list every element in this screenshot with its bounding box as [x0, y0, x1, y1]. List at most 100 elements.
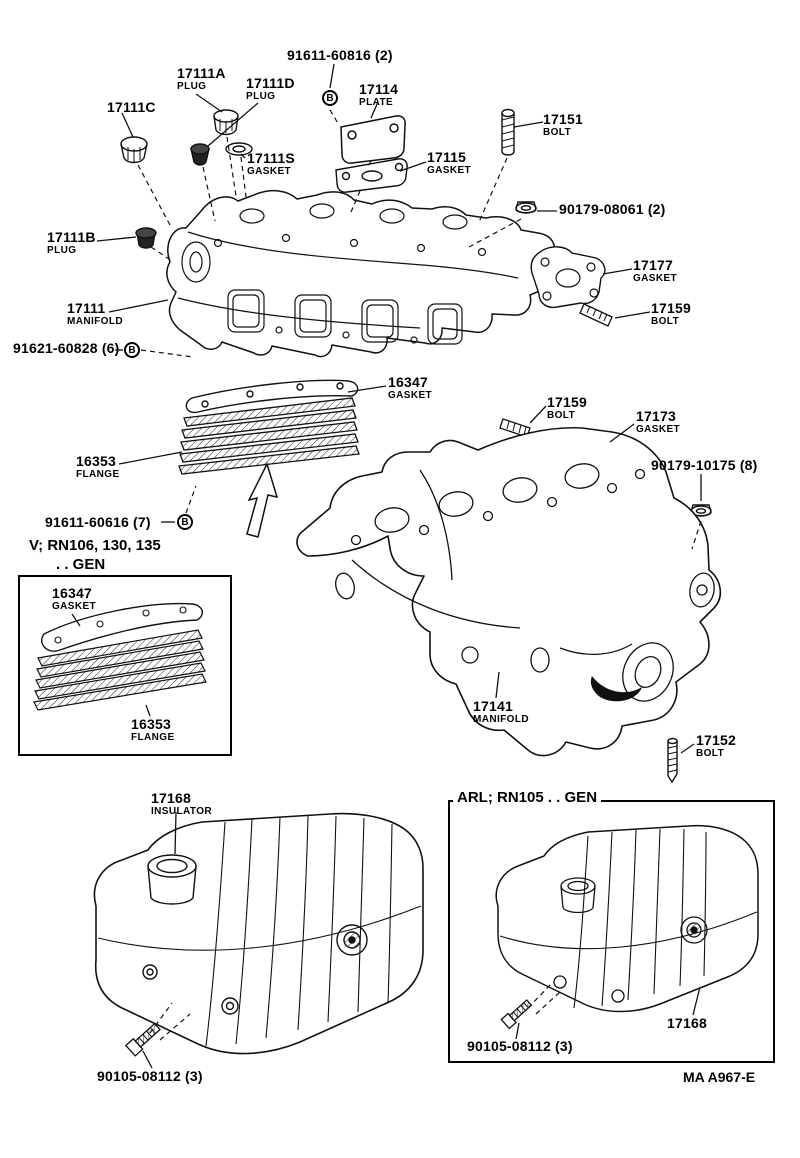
- bolt-marker-icon: B: [322, 90, 338, 106]
- part-number: 17141: [473, 698, 513, 714]
- flange-stack-drawing: [178, 397, 360, 475]
- label-17111c: 17111C: [107, 100, 156, 115]
- part-number: 17151: [543, 111, 583, 127]
- part-desc: GASKET: [633, 272, 678, 284]
- part-number: 17159: [651, 300, 691, 316]
- part-number: 17173: [636, 408, 676, 424]
- part-number: 91611-60816 (2): [287, 47, 393, 63]
- label-91611-60816: 91611-60816 (2): [287, 48, 393, 63]
- label-17141: 17141 MANIFOLD: [473, 699, 529, 725]
- part-number: 17177: [633, 257, 673, 273]
- part-desc: FLANGE: [131, 731, 175, 743]
- intake-manifold-drawing: [166, 189, 556, 358]
- plug-drawings: [120, 109, 253, 249]
- label-17159-right: 17159 BOLT: [651, 301, 691, 327]
- variant-note-line2: . . GEN: [56, 556, 106, 573]
- part-number: 17159: [547, 394, 587, 410]
- part-number: 91621-60828 (6): [13, 340, 120, 356]
- part-desc: MANIFOLD: [67, 315, 123, 327]
- part-desc: PLATE: [359, 96, 394, 108]
- label-17159-mid: 17159 BOLT: [547, 395, 587, 421]
- gasket-17115-drawing: [335, 158, 408, 193]
- part-desc: BOLT: [696, 747, 725, 759]
- label-17111d: 17111D PLUG: [246, 76, 295, 102]
- label-16347: 16347 GASKET: [388, 375, 432, 401]
- part-number: 17152: [696, 732, 736, 748]
- part-desc: GASKET: [247, 165, 292, 177]
- label-17168-arl: 17168: [667, 1016, 707, 1031]
- inset-flange-stack-drawing: [33, 602, 207, 711]
- arl-box-title: ARL; RN105 . . GEN: [453, 789, 602, 806]
- part-number: 16347: [52, 585, 92, 601]
- part-desc: BOLT: [651, 315, 680, 327]
- part-number: 17168: [667, 1015, 707, 1031]
- arrow-marker: [246, 461, 279, 538]
- label-17111b: 17111B PLUG: [47, 230, 96, 256]
- part-number: 90179-08061 (2): [559, 201, 666, 217]
- gasket-16347-drawing: [185, 379, 359, 414]
- label-17111a: 17111A PLUG: [177, 66, 226, 92]
- label-17114: 17114 PLATE: [359, 82, 398, 108]
- part-number: 16353: [76, 453, 116, 469]
- part-number: 90105-08112 (3): [467, 1038, 573, 1054]
- label-17177: 17177 GASKET: [633, 258, 677, 284]
- part-number: 17111B: [47, 229, 96, 245]
- page-code: MA A967-E: [683, 1069, 756, 1085]
- variant-note-line1: V; RN106, 130, 135: [29, 537, 161, 554]
- part-number: 17115: [427, 149, 467, 165]
- part-number: 17111: [67, 300, 106, 316]
- part-desc: PLUG: [246, 90, 276, 102]
- heat-shield-arl-drawing: [495, 824, 759, 1013]
- label-17111: 17111 MANIFOLD: [67, 301, 123, 327]
- part-desc: BOLT: [547, 409, 576, 421]
- label-17168-main: 17168 INSULATOR: [151, 791, 212, 817]
- part-number: 90179-10175 (8): [651, 457, 758, 473]
- stud-17159-right-drawing: [579, 303, 613, 327]
- arl-inset-box: [448, 800, 775, 1063]
- part-number: 91611-60616 (7): [45, 514, 151, 530]
- exhaust-stud-17152-drawing: [667, 737, 678, 784]
- part-number: 17111A: [177, 65, 226, 81]
- dashed-lines: [137, 109, 702, 1041]
- bolt-marker-icon: B: [124, 342, 140, 358]
- part-desc: GASKET: [52, 600, 97, 612]
- variant-inset-box: [18, 575, 232, 756]
- heat-shield-main-drawing: [93, 812, 424, 1055]
- label-90179-08061: 90179-08061 (2): [559, 202, 666, 217]
- label-17115: 17115 GASKET: [427, 150, 471, 176]
- part-number: 17111C: [107, 99, 156, 115]
- label-91611-60616: 91611-60616 (7): [45, 515, 151, 530]
- label-17111s: 17111S GASKET: [247, 151, 295, 177]
- plate-17114-drawing: [340, 115, 406, 164]
- label-90105-arl: 90105-08112 (3): [467, 1039, 573, 1054]
- label-90179-10175: 90179-10175 (8): [651, 458, 758, 473]
- label-17173: 17173 GASKET: [636, 409, 680, 435]
- part-number: 90105-08112 (3): [97, 1068, 203, 1084]
- label-16353: 16353 FLANGE: [76, 454, 120, 480]
- part-number: 17111S: [247, 150, 295, 166]
- part-desc: GASKET: [427, 164, 472, 176]
- part-desc: PLUG: [177, 80, 207, 92]
- part-number: 17111D: [246, 75, 295, 91]
- part-number: 17114: [359, 81, 399, 97]
- part-number: 16347: [388, 374, 428, 390]
- part-desc: GASKET: [636, 423, 681, 435]
- label-91621-60828: 91621-60828 (6): [13, 341, 120, 356]
- label-90105-main: 90105-08112 (3): [97, 1069, 203, 1084]
- part-desc: PLUG: [47, 244, 77, 256]
- label-inset-16353: 16353 FLANGE: [131, 717, 175, 743]
- bolt-90105-main-drawing: [124, 1022, 161, 1057]
- gasket-17177-drawing: [530, 246, 606, 309]
- label-inset-16347: 16347 GASKET: [52, 586, 96, 612]
- part-desc: GASKET: [388, 389, 433, 401]
- exhaust-manifold-drawing: [296, 426, 722, 757]
- bolt-17151-drawing: [501, 108, 515, 156]
- part-number: 17168: [151, 790, 191, 806]
- label-17151: 17151 BOLT: [543, 112, 583, 138]
- part-desc: INSULATOR: [151, 805, 213, 817]
- part-desc: FLANGE: [76, 468, 120, 480]
- nut-90179-08061-drawing: [515, 201, 537, 214]
- leader-lines: [71, 63, 702, 1069]
